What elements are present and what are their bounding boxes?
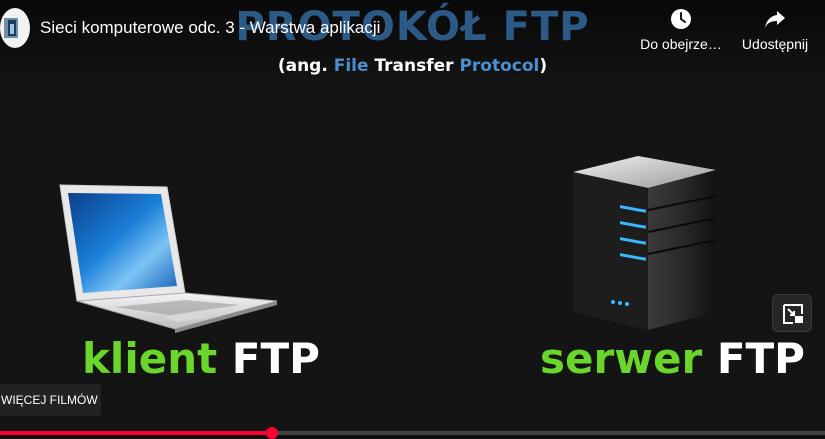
video-title[interactable]: Sieci komputerowe odc. 3 - Warstwa aplik… [40,18,381,37]
slide-subtitle: (ang. File Transfer Protocol) [0,56,825,76]
client-label: klient FTP [82,334,320,383]
subtitle-transfer: Transfer [368,56,460,76]
subtitle-close: ) [539,56,548,76]
share-arrow-icon [765,11,785,28]
share-label: Udostępnij [741,36,809,52]
clock-icon [671,9,691,29]
channel-avatar[interactable] [0,8,30,48]
subtitle-open: (ang. [277,56,334,76]
progress-bar[interactable] [0,427,825,439]
watch-later-button[interactable]: Do obejrze… [638,8,724,52]
watch-later-label: Do obejrze… [640,36,722,52]
subtitle-file: File [333,56,369,76]
server-ftp: FTP [702,334,805,383]
client-ftp: FTP [217,334,320,383]
subtitle-protocol: Protocol [459,56,540,76]
share-button[interactable]: Udostępnij [738,8,812,52]
laptop-icon [59,184,278,333]
pip-button[interactable] [772,294,812,332]
progress-scrubber[interactable] [266,427,278,439]
more-videos-button[interactable]: WIĘCEJ FILMÓW [0,384,101,416]
progress-played [0,431,272,435]
slide-title: PROTOKÓŁ FTP [235,4,590,50]
pip-icon [783,304,803,324]
server-icon [573,156,717,330]
client-word: klient [82,334,218,383]
server-label: serwer FTP [540,334,805,383]
server-word: serwer [540,334,703,383]
